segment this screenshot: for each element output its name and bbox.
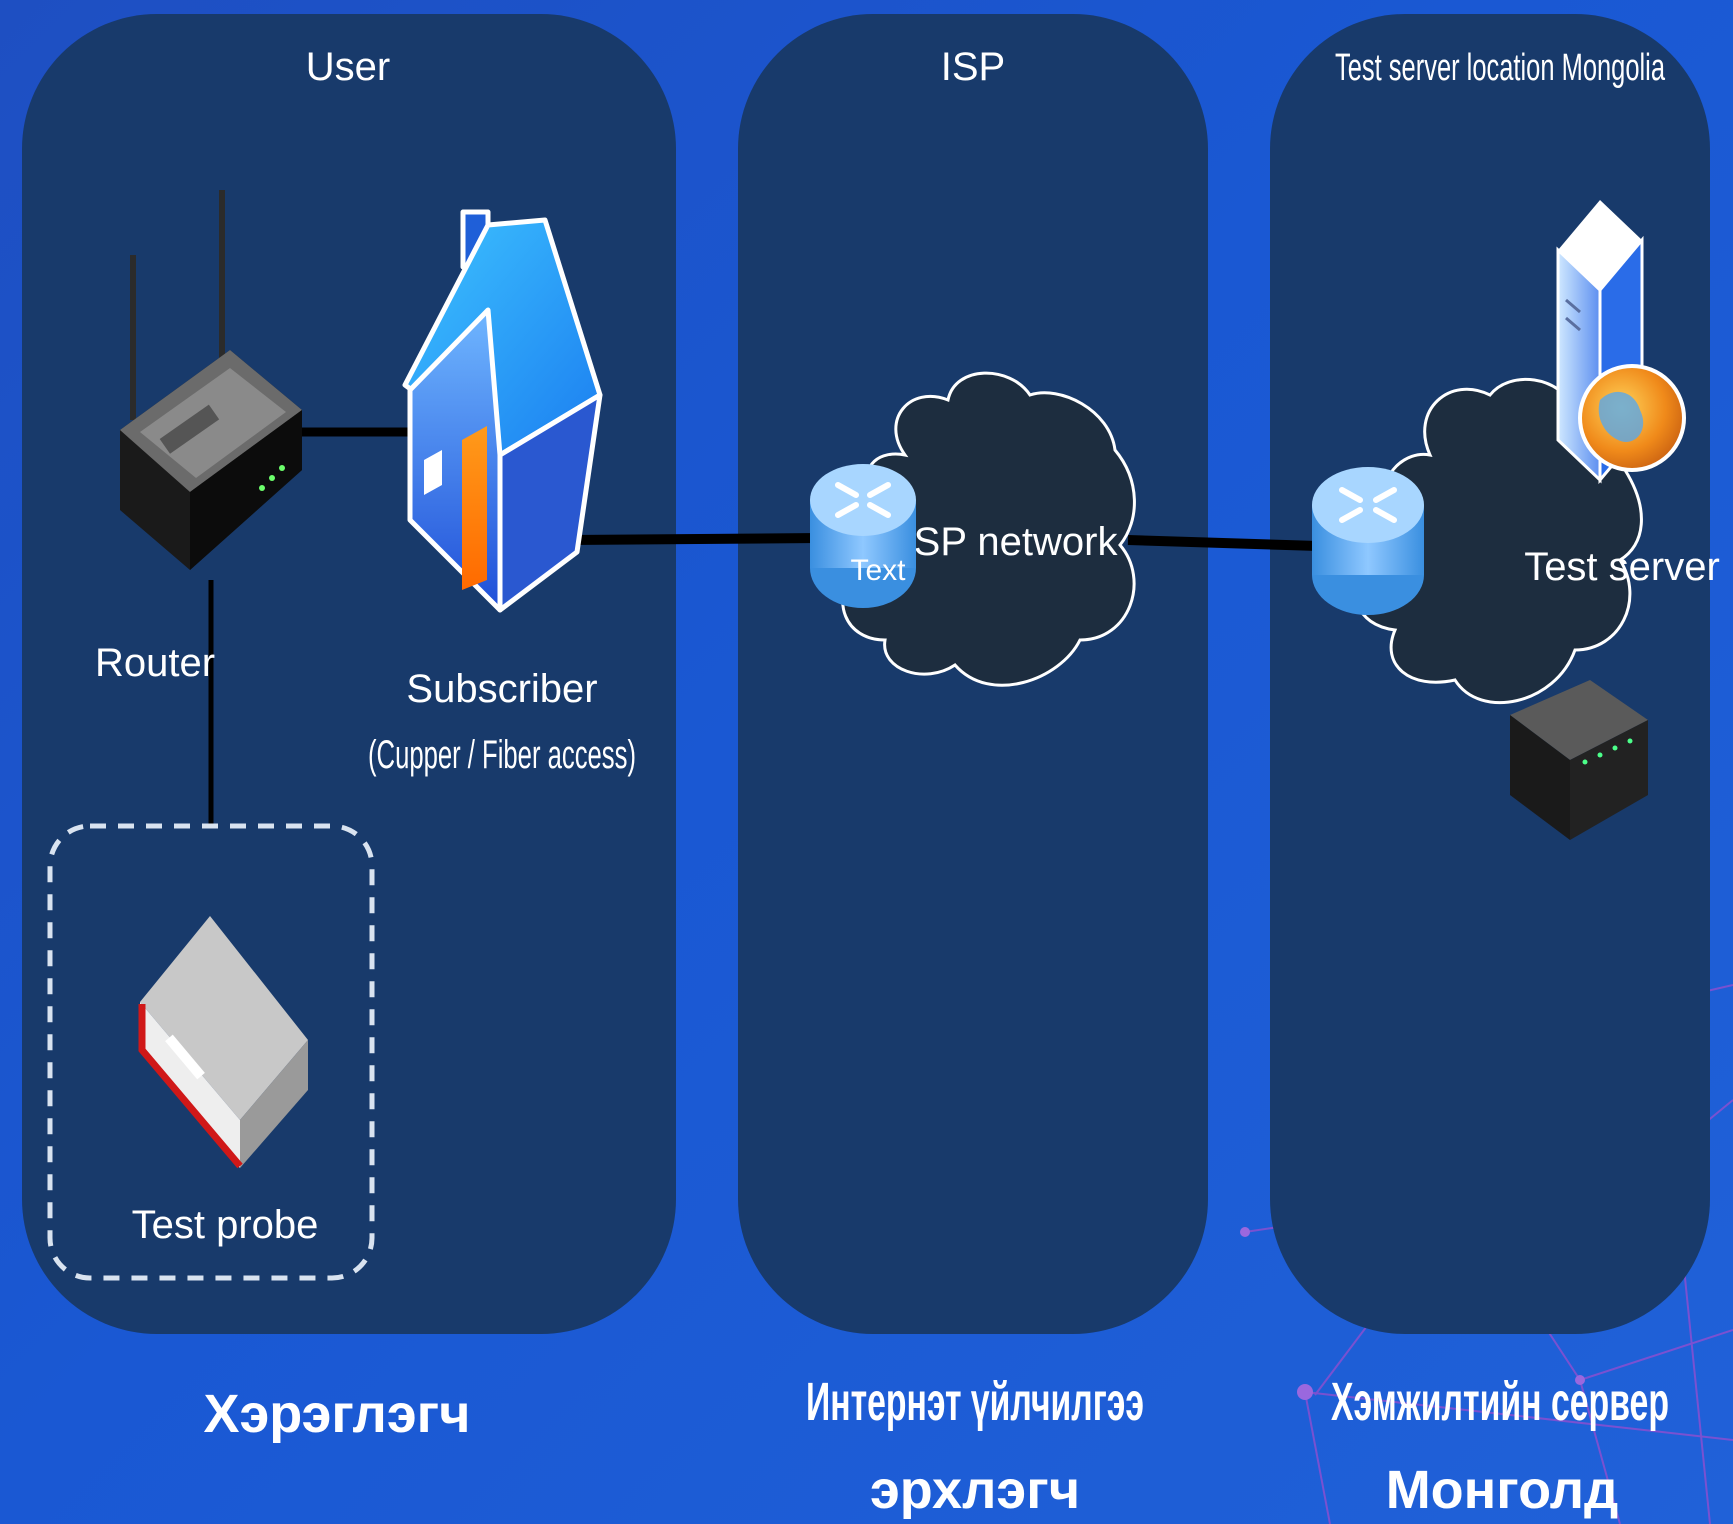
link-isp-server <box>1127 535 1319 551</box>
wifi-router-icon <box>120 190 302 570</box>
caption-isp-line1: Интернэт үйлчилгээ <box>806 1372 1144 1432</box>
probe-box-icon <box>138 916 308 1169</box>
caption-server-line2: Монголд <box>1386 1460 1619 1520</box>
caption-user: Хэрэглэгч <box>203 1384 470 1444</box>
label-subscriber-access: (Cupper / Fiber access) <box>368 733 636 777</box>
network-links <box>208 427 1319 826</box>
caption-server-line1: Хэмжилтийн сервер <box>1331 1372 1669 1432</box>
caption-isp-line2: эрхлэгч <box>870 1460 1080 1520</box>
test-probe-group <box>47 823 375 1281</box>
label-isp-router: Text <box>850 554 906 587</box>
modem-icon <box>1510 680 1648 840</box>
zone-title-user: User <box>306 45 390 89</box>
zone-title-server: Test server location Mongolia <box>1335 47 1666 89</box>
link-subscriber-isp <box>569 533 821 545</box>
server-router-cylinder-icon <box>1312 467 1424 615</box>
zone-title-isp: ISP <box>941 45 1005 89</box>
label-test-probe: Test probe <box>132 1203 319 1247</box>
router-cylinder-icon <box>810 464 916 608</box>
web-server-icon <box>1556 200 1686 485</box>
label-test-server: Test server <box>1524 545 1720 589</box>
house-icon <box>402 209 603 613</box>
label-router: Router <box>95 641 215 685</box>
label-subscriber: Subscriber <box>406 667 597 711</box>
label-isp-network: ISP network <box>903 520 1119 564</box>
